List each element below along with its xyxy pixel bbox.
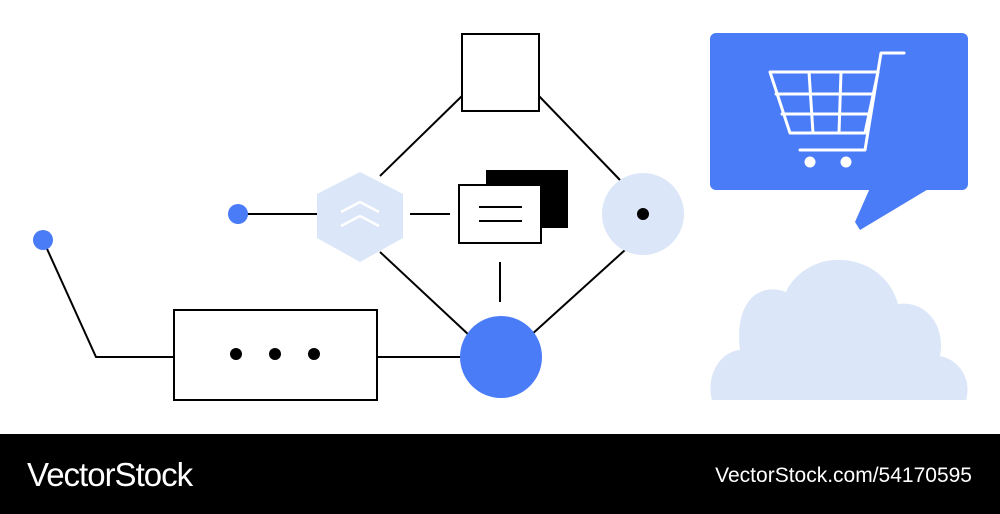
link-dot-ellipsis-box: [42, 239, 174, 358]
shopping-cart-speech-bubble-icon: [710, 33, 968, 230]
stock-id-text: VectorStock.com/54170595: [715, 464, 972, 487]
dot-circle-node: [602, 173, 684, 255]
footer-bar: VectorStock VectorStock.com/54170595: [0, 434, 1000, 514]
blue-dot-center-left: [228, 204, 248, 224]
shopping-cart-icon: [768, 51, 906, 168]
link-square-dot-circle: [537, 94, 621, 181]
ellipsis-box-icon: [173, 309, 378, 401]
stacked-documents-icon: [458, 170, 568, 244]
network-illustration: [33, 33, 968, 401]
brand-logo-text: VectorStock: [27, 456, 193, 493]
hexagon-chevrons-up-icon: [317, 172, 403, 262]
link-square-hexagon: [379, 94, 464, 177]
connector-lines: [42, 94, 626, 358]
square-node: [461, 33, 540, 112]
link-dot-circle-hub: [529, 249, 626, 337]
blue-dot-left: [33, 230, 53, 250]
cloud-icon: [710, 259, 968, 400]
link-hexagon-hub: [379, 251, 471, 337]
blue-circle-hub: [460, 316, 542, 398]
